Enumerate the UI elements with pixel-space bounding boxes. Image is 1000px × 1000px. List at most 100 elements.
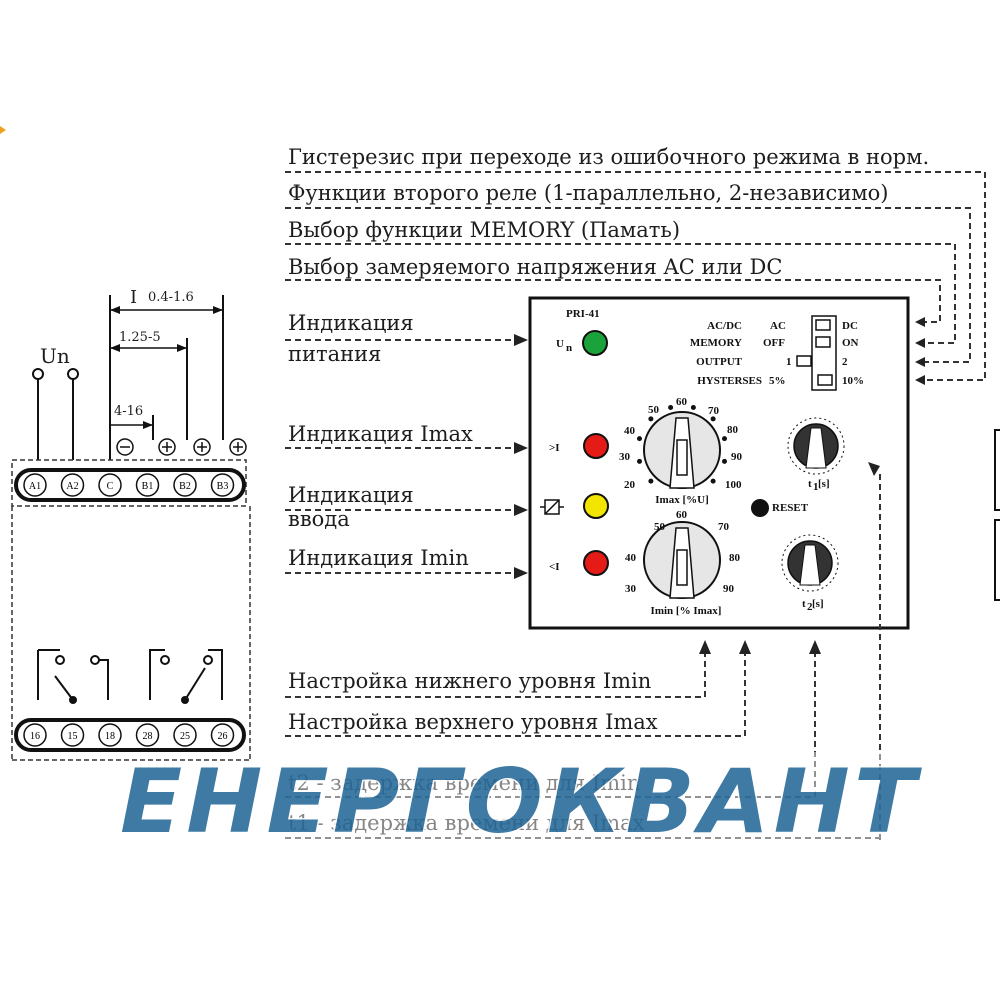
imax-scale-40: 40 <box>624 425 636 437</box>
imax-tick <box>668 404 674 410</box>
label-voltage: Выбор замеряемого напряжения AC или DC <box>288 255 782 279</box>
top-terminal-label: B2 <box>179 481 191 492</box>
plus-sign <box>197 442 207 452</box>
label-input-1: Индикация <box>288 483 414 507</box>
bottom-terminal-label: 26 <box>218 731 228 742</box>
plus-sign <box>233 442 243 452</box>
top-terminal-b1 <box>135 473 160 497</box>
imax-scale-60: 60 <box>676 396 688 408</box>
reset-label: RESET <box>772 502 809 514</box>
range3-label: 4-16 <box>114 404 143 419</box>
imax-dial[interactable] <box>636 404 728 489</box>
top-terminal-label: A2 <box>66 481 78 492</box>
edge-box-2 <box>994 519 1000 601</box>
dip-output[interactable] <box>796 355 812 367</box>
top-terminal-label: A1 <box>29 481 41 492</box>
un-wiring-label: Un <box>40 344 70 368</box>
lt-i-label: <I <box>549 561 560 573</box>
imin-dial-label: Imin [% Imax] <box>651 605 722 617</box>
gt-i-label: >I <box>549 442 560 454</box>
bottom-terminal-label: 25 <box>180 731 190 742</box>
imin-led <box>583 550 609 576</box>
imin-scale-50: 50 <box>654 521 666 533</box>
imax-tick <box>636 458 642 464</box>
switch-name-output: OUTPUT <box>696 356 743 368</box>
label-memory: Выбор функции MEMORY (Памать) <box>288 218 680 242</box>
imin-dial[interactable] <box>643 521 721 599</box>
bottom-terminal-label: 15 <box>68 731 78 742</box>
label-power-1: Индикация <box>288 311 414 335</box>
imax-scale-70: 70 <box>708 405 720 417</box>
top-terminal-c <box>98 473 122 497</box>
imax-tick <box>722 436 728 442</box>
switch-left-acdc: AC <box>770 320 786 332</box>
bottom-terminal-16 <box>23 723 47 747</box>
range2-label: 1.25-5 <box>119 330 161 345</box>
bottom-terminal-25 <box>173 723 197 747</box>
imin-scale-60: 60 <box>676 509 688 521</box>
top-terminal-a2 <box>60 473 85 497</box>
switch-left-memory: OFF <box>763 337 785 349</box>
watermark-text: ЕНЕРГОКВАНТ <box>120 750 922 853</box>
edge-box-1 <box>994 429 1000 511</box>
top-terminal-label: B3 <box>217 481 229 492</box>
un-label: U <box>556 338 564 350</box>
switch-name-memory: MEMORY <box>690 337 742 349</box>
imax-led <box>583 433 609 459</box>
bottom-terminal-label: 16 <box>30 731 40 742</box>
top-terminal-b3 <box>210 473 235 497</box>
switch-right-hysterses: 10% <box>842 375 864 387</box>
label-imax-indication: Индикация Imax <box>288 422 473 446</box>
imax-scale-20: 20 <box>624 479 636 491</box>
reset-button[interactable] <box>751 499 769 517</box>
imax-dial-label: Imax [%U] <box>655 494 708 506</box>
plus-sign <box>162 442 172 452</box>
left-leader-lines <box>285 334 528 579</box>
imax-scale-90: 90 <box>731 451 743 463</box>
t2-label: t <box>802 598 806 610</box>
input-led <box>583 493 609 519</box>
dip-acdc[interactable] <box>815 319 831 331</box>
range1-label: 0.4-1.6 <box>148 290 194 305</box>
bottom-leader-lines <box>285 640 880 839</box>
imin-scale-30: 30 <box>625 583 637 595</box>
switch-name-hysterses: HYSTERSES <box>697 375 762 387</box>
label-hysteresis: Гистерезис при переходе из ошибочного ре… <box>288 145 929 169</box>
imax-tick <box>636 436 642 442</box>
bottom-terminal-label: 18 <box>105 731 115 742</box>
bottom-terminal-15 <box>60 723 85 747</box>
imax-tick <box>710 416 716 422</box>
bottom-terminal-strip <box>14 718 246 752</box>
label-t2: t2 - задержка времени для Imin <box>288 771 640 795</box>
imax-tick <box>722 458 728 464</box>
un-sub: n <box>566 342 572 354</box>
dip-switch-block: AC/DC MEMORY OUTPUT HYSTERSES AC OFF 1 5… <box>690 315 864 391</box>
label-relay2: Функции второго реле (1-параллельно, 2-н… <box>288 181 889 205</box>
imin-scale-70: 70 <box>718 521 730 533</box>
dip-hysterses[interactable] <box>817 374 833 386</box>
bottom-terminal-28 <box>135 723 160 747</box>
t2-knob[interactable] <box>781 534 839 592</box>
label-imin-set: Настройка нижнего уровня Imin <box>288 669 651 693</box>
t1-knob[interactable] <box>787 417 845 475</box>
switch-name-acdc: AC/DC <box>707 320 742 332</box>
switch-right-acdc: DC <box>842 320 858 332</box>
power-led <box>582 330 608 356</box>
switch-right-output: 2 <box>842 356 848 368</box>
label-imax-set: Настройка верхнего уровня Imax <box>288 710 658 734</box>
switch-right-memory: ON <box>842 337 859 349</box>
dip-memory[interactable] <box>815 336 831 348</box>
imax-scale-30: 30 <box>619 451 631 463</box>
bottom-terminal-label: 28 <box>143 731 153 742</box>
top-terminal-strip <box>14 468 246 502</box>
top-terminal-label: C <box>107 481 114 492</box>
imin-scale-40: 40 <box>625 552 637 564</box>
imin-scale-80: 80 <box>729 552 741 564</box>
watermark-logo: ЕНЕРГОКВАНТ <box>119 749 960 855</box>
t1-unit: [s] <box>818 478 830 490</box>
relay-icon <box>540 499 564 515</box>
t1-sub: 1 <box>813 481 819 493</box>
label-input-2: ввода <box>288 507 350 531</box>
